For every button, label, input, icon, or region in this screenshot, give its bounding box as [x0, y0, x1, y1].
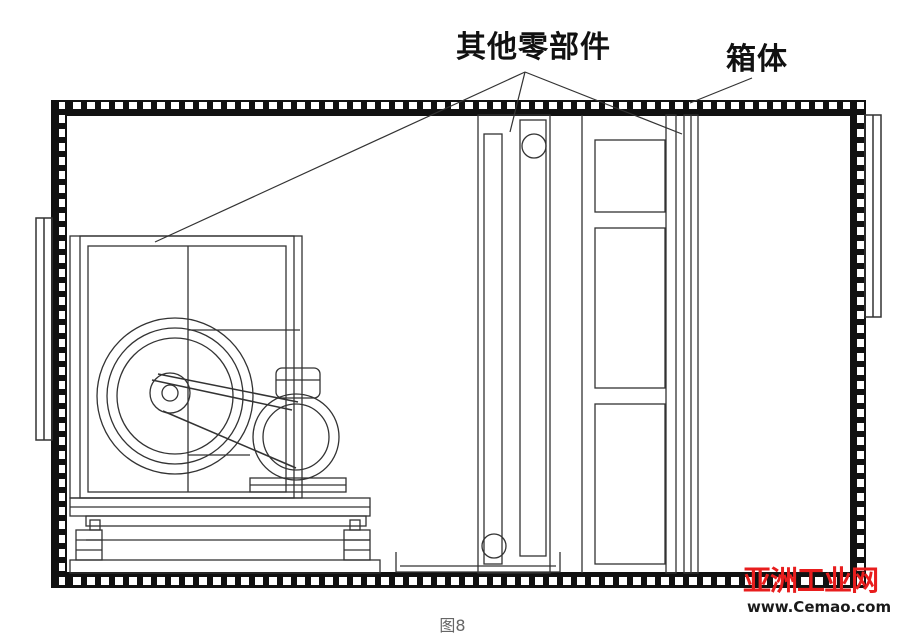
outlet-flange	[864, 114, 882, 318]
base-frame	[69, 497, 371, 541]
leader-lines	[154, 71, 753, 243]
figure-caption: 图8	[439, 616, 466, 635]
brand-watermark: 亚洲工业网 www.Cemao.com	[743, 566, 895, 620]
inlet-flange	[35, 217, 53, 441]
other-parts-label: 其他零部件	[456, 30, 611, 65]
fan-housing	[69, 235, 303, 499]
casing-label: 箱体	[726, 42, 788, 77]
watermark-brand: 亚洲工业网	[743, 564, 879, 597]
coil-section	[581, 114, 699, 574]
watermark-url: www.Cemao.com	[747, 598, 892, 616]
vibration-isolators	[69, 519, 381, 574]
fan-wheel	[96, 317, 254, 475]
belt-drive	[151, 373, 299, 469]
casing-walls	[51, 100, 866, 588]
motor	[249, 367, 347, 493]
roll-filter	[477, 114, 551, 574]
